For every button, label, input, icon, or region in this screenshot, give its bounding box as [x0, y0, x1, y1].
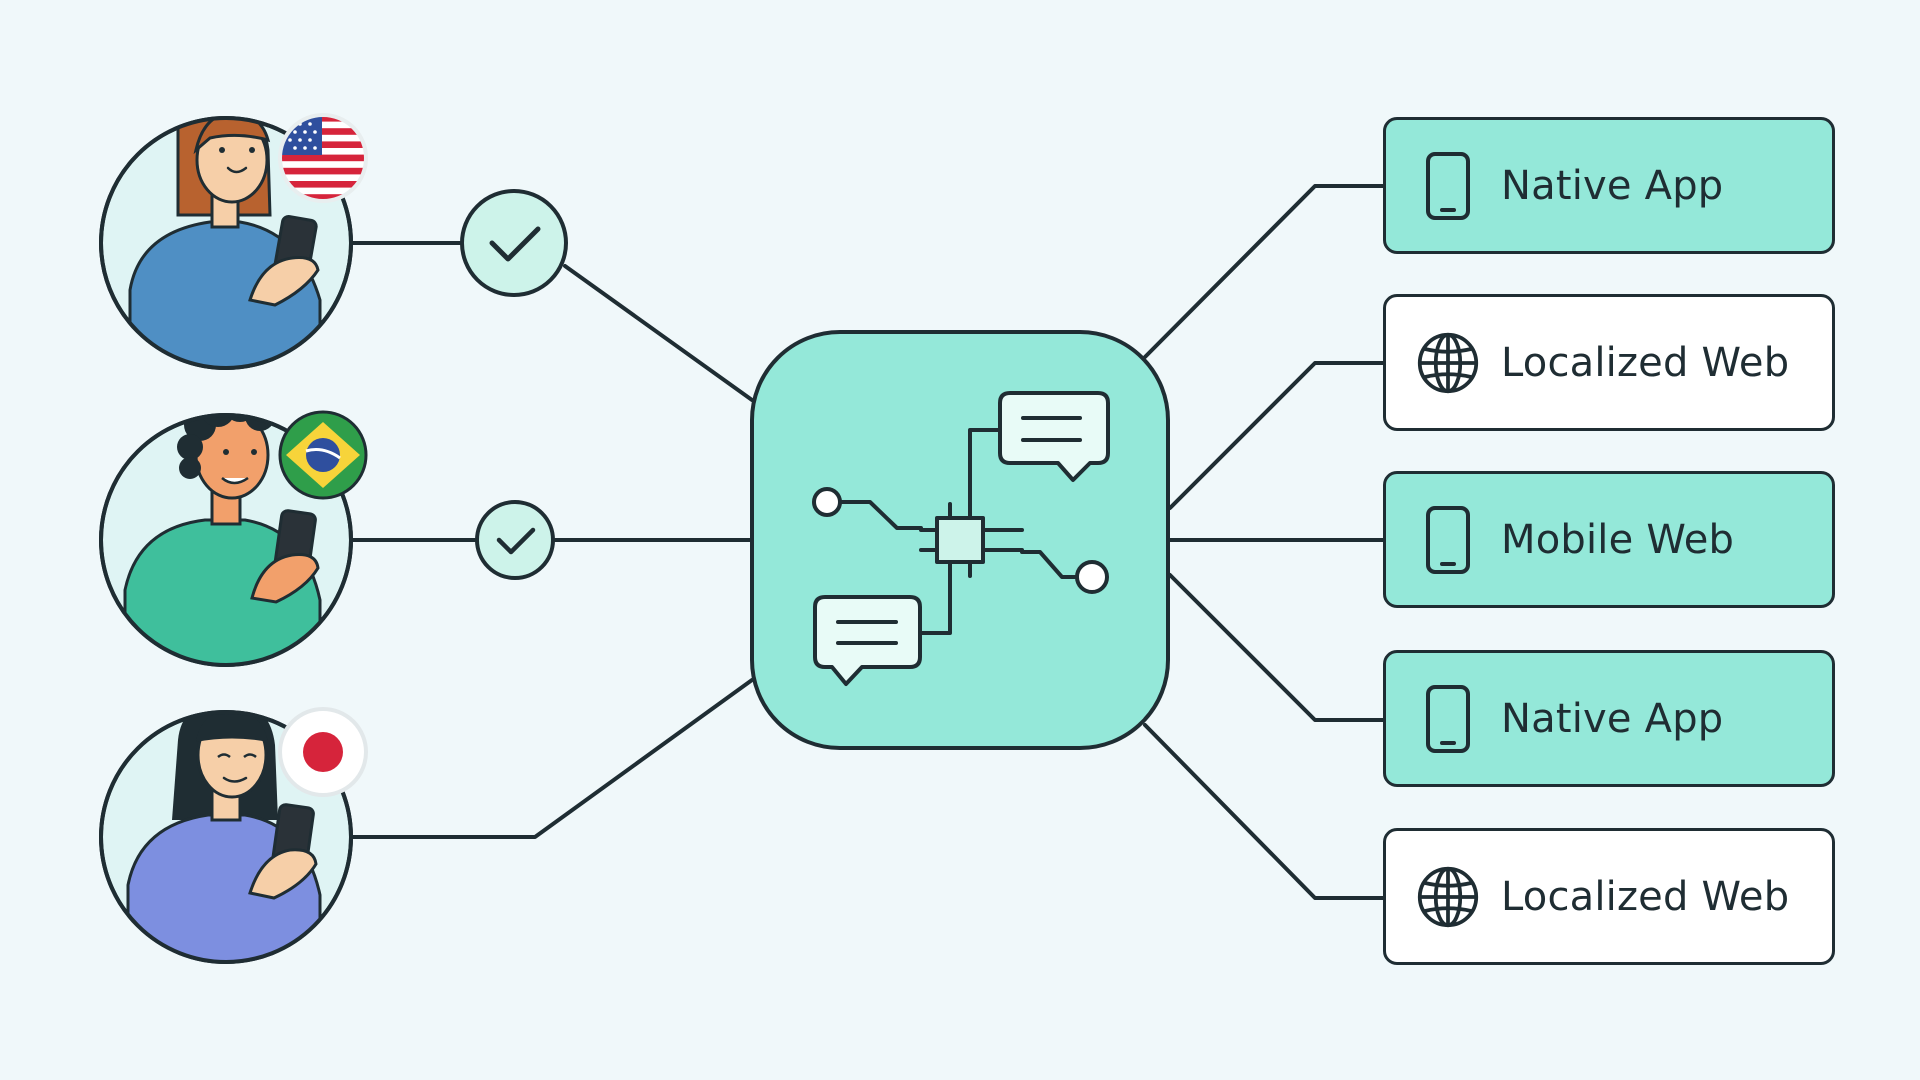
target-localized-web-2[interactable]: Localized Web — [1383, 828, 1835, 965]
target-label: Localized Web — [1501, 873, 1790, 920]
target-mobile-web[interactable]: Mobile Web — [1383, 471, 1835, 608]
connector-target1 — [1143, 184, 1385, 359]
connector-target4 — [1168, 573, 1385, 722]
phone-icon — [1416, 150, 1480, 222]
connector-user1-hub — [563, 264, 754, 402]
target-label: Mobile Web — [1501, 516, 1735, 563]
globe-icon — [1416, 861, 1480, 933]
connector-lines — [348, 184, 1385, 900]
globe-icon — [1416, 327, 1480, 399]
phone-icon — [1416, 683, 1480, 755]
connector-target5 — [1143, 723, 1385, 900]
target-label: Native App — [1501, 695, 1724, 742]
connector-target2 — [1168, 361, 1385, 510]
japan-flag-icon — [278, 707, 368, 797]
target-label: Native App — [1501, 162, 1724, 209]
user-avatar-2 — [99, 413, 353, 667]
verified-check-2 — [475, 500, 555, 580]
usa-flag-icon — [278, 113, 368, 203]
chip-chat-icon — [812, 391, 1110, 686]
target-native-app-1[interactable]: Native App — [1383, 117, 1835, 254]
phone-icon — [1416, 504, 1480, 576]
brazil-flag-icon — [278, 410, 368, 500]
target-native-app-2[interactable]: Native App — [1383, 650, 1835, 787]
target-label: Localized Web — [1501, 339, 1790, 386]
verified-check-1 — [460, 189, 568, 297]
target-localized-web-1[interactable]: Localized Web — [1383, 294, 1835, 431]
connector-user3 — [348, 678, 754, 839]
